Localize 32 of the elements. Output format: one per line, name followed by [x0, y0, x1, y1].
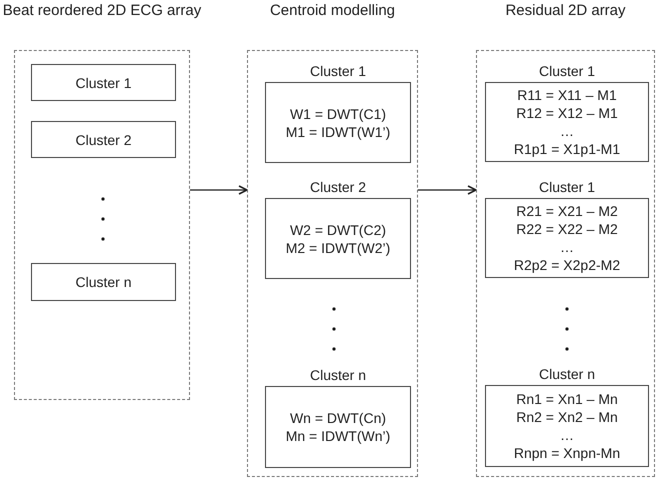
column-heading: Beat reordered 2D ECG array [2, 1, 202, 21]
cluster-label: Cluster n [75, 273, 132, 291]
column-heading: Centroid modelling [268, 1, 396, 21]
cluster-heading: Cluster 1 [308, 62, 368, 80]
cluster-heading: Cluster 2 [308, 178, 368, 196]
arrow [190, 185, 248, 195]
formula-text: W1 = DWT(C1) [290, 104, 386, 122]
formula-text: W2 = DWT(C2) [290, 220, 386, 238]
arrow [418, 185, 477, 195]
formula-text: R12 = X12 – M1 [516, 104, 618, 122]
cluster-heading: Cluster 1 [538, 62, 596, 80]
formula-text: … [560, 426, 574, 444]
cluster-label: Cluster 2 [75, 130, 132, 148]
formula-text: R11 = X11 – M1 [517, 86, 617, 104]
cluster-heading: Cluster n [308, 366, 368, 384]
formula-text: R2p2 = X2p2-M2 [514, 256, 620, 274]
formula-text: R1p1 = X1p1-M1 [514, 140, 620, 158]
column-heading: Residual 2D array [504, 1, 627, 21]
cluster-label: Cluster 1 [75, 74, 132, 92]
cluster-heading: Cluster 1 [538, 178, 596, 196]
cluster-heading: Cluster n [538, 365, 596, 383]
formula-text: Mn = IDWT(Wn’) [286, 427, 390, 445]
formula-text: … [560, 122, 574, 140]
formula-text: … [560, 238, 574, 256]
formula-text: Rn1 = Xn1 – Mn [516, 390, 618, 408]
formula-text: Rn2 = Xn2 – Mn [516, 408, 618, 426]
formula-text: M2 = IDWT(W2’) [286, 238, 390, 256]
formula-text: Rnpn = Xnpn-Mn [514, 444, 620, 462]
formula-text: M1 = IDWT(W1’) [286, 122, 390, 140]
formula-text: Wn = DWT(Cn) [290, 409, 386, 427]
formula-text: R22 = X22 – M2 [516, 220, 618, 238]
formula-text: R21 = X21 – M2 [516, 202, 618, 220]
